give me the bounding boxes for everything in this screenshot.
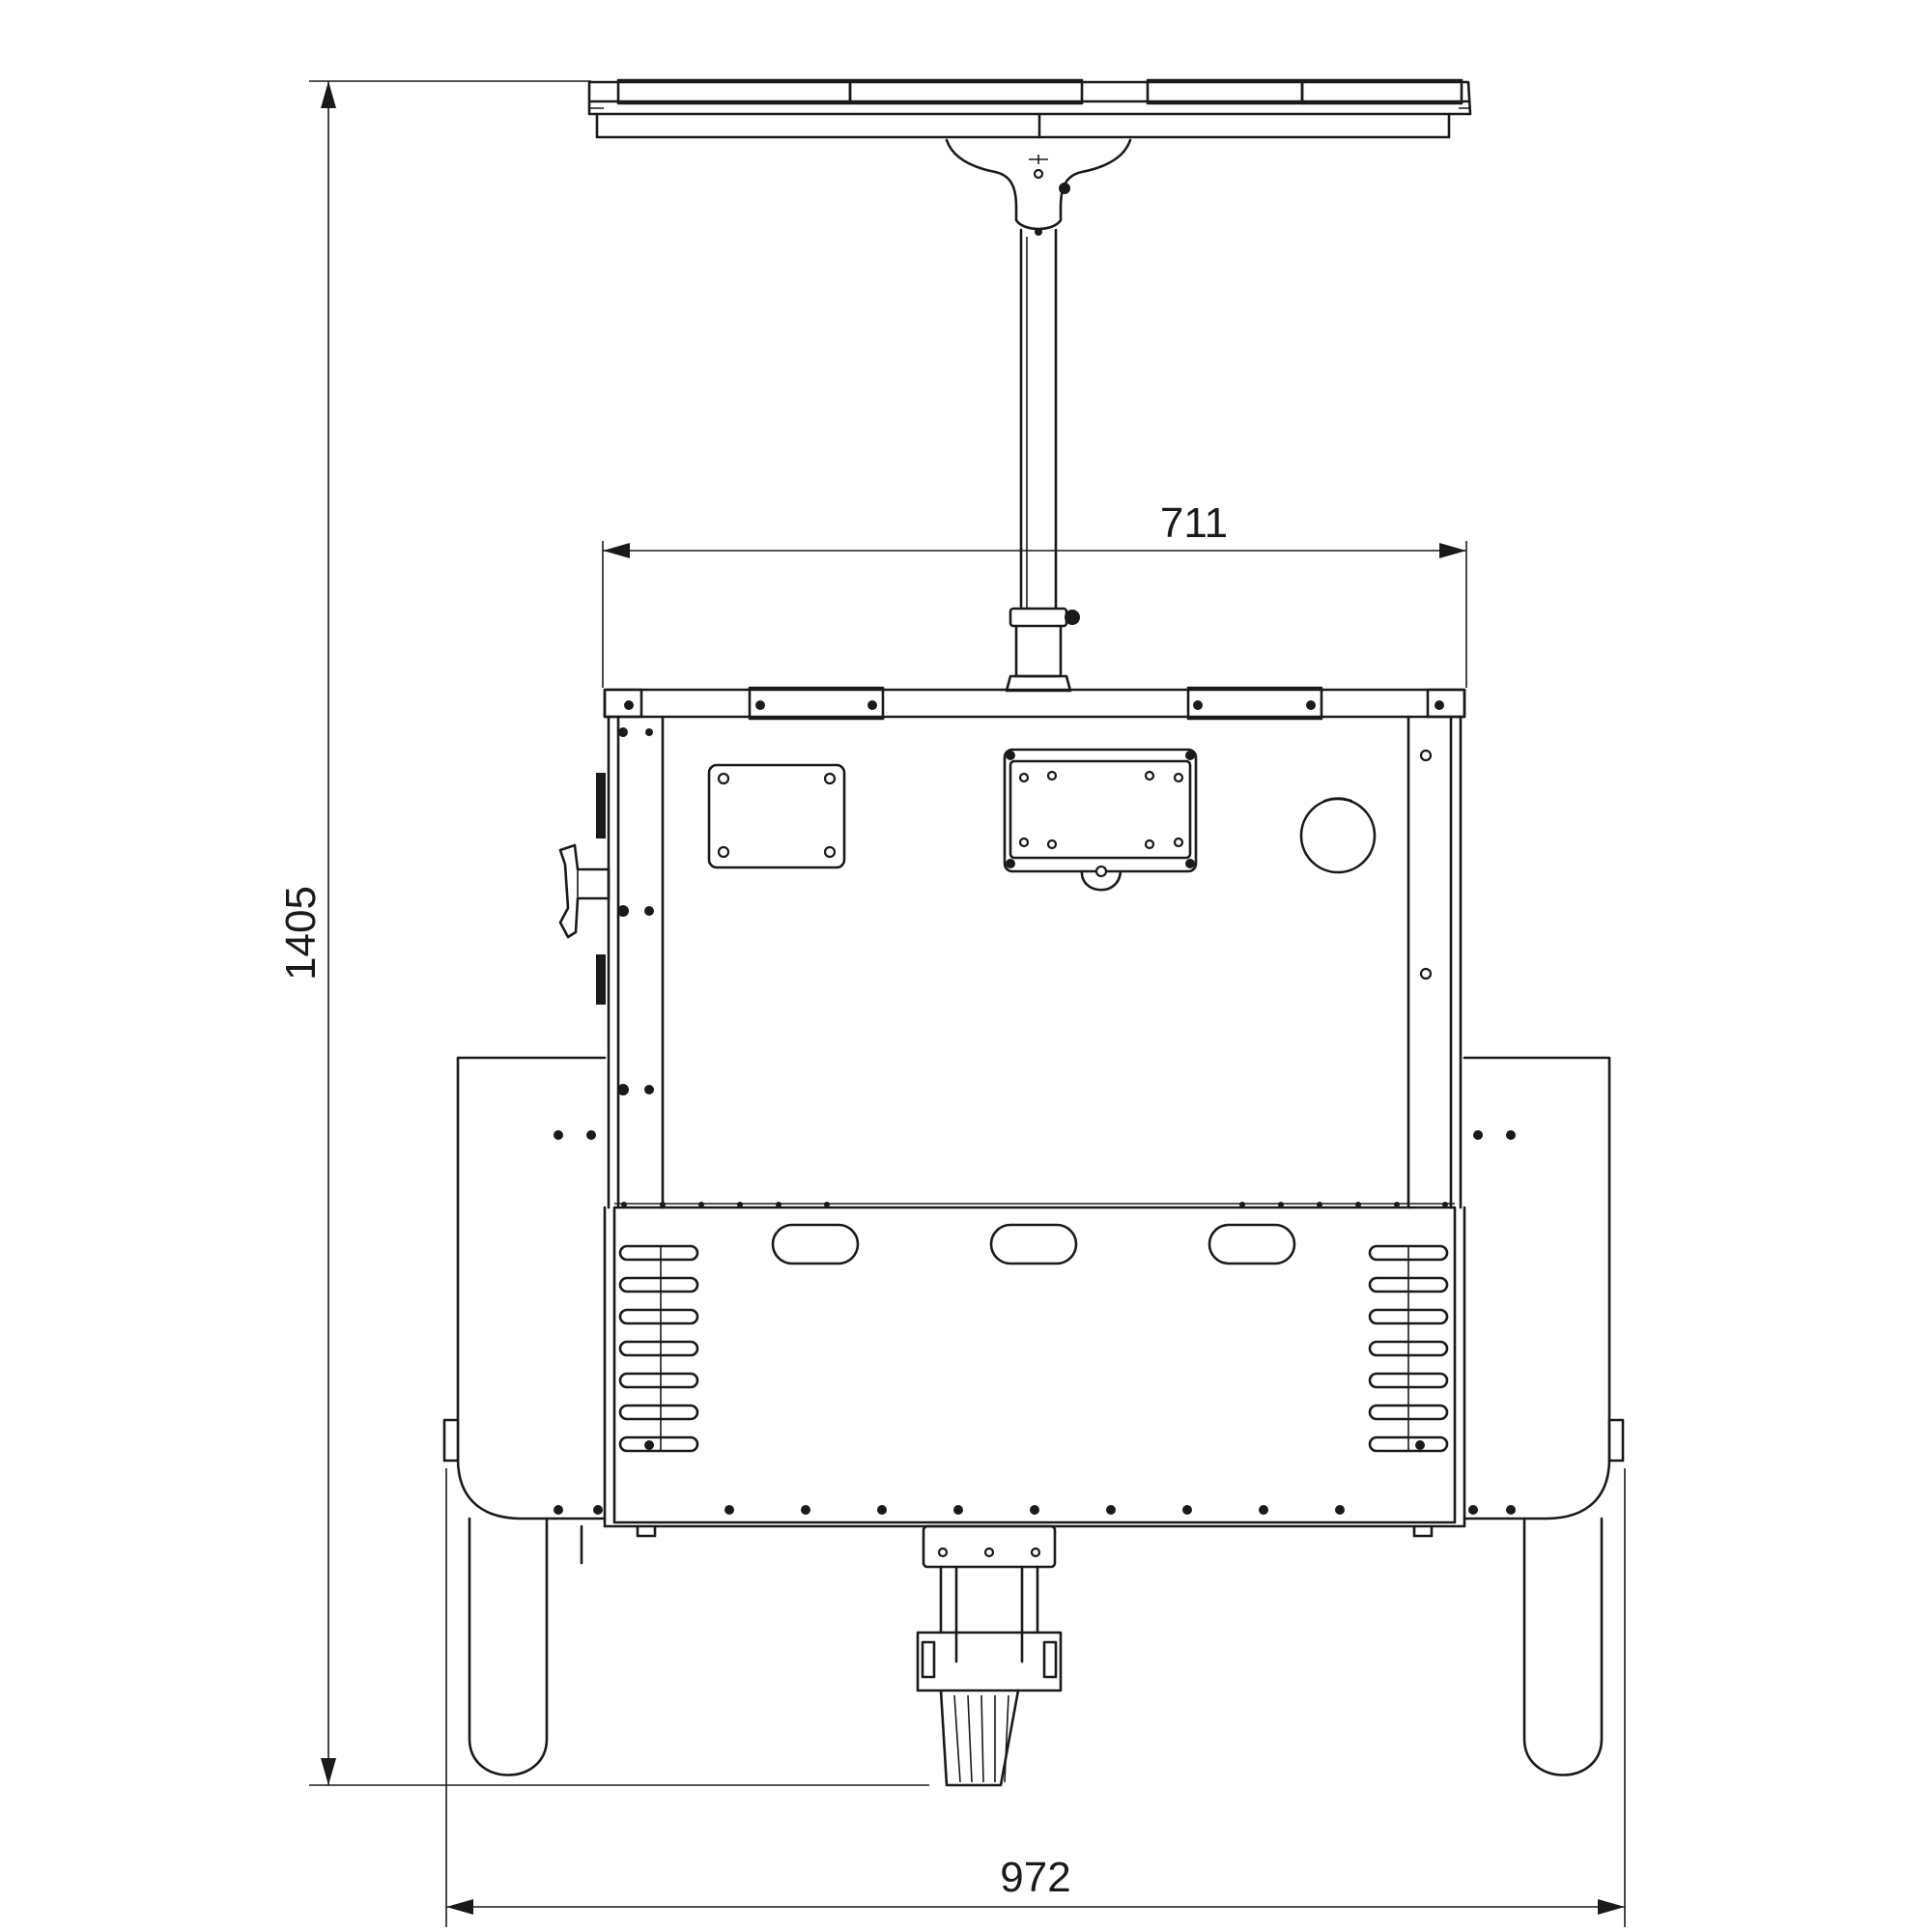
control-panel [1003,748,1198,873]
vent-louvres-right [1368,1244,1449,1453]
fender-right [1463,1056,1625,1520]
lifting-slot-center [989,1223,1078,1265]
panel-mount-bracket [945,138,1132,231]
side-handle [558,843,611,939]
height-dimension-label: 1405 [277,886,325,980]
round-socket [1299,797,1377,874]
cabinet-body [558,686,1466,1209]
lifting-slot-left [771,1223,860,1265]
dimension-body-width: 711 [602,499,1467,688]
mast [1005,228,1080,693]
dimension-overall-width: 972 [445,1468,1626,1927]
solar-panel-left-1 [616,78,852,105]
dimension-height: 1405 [277,80,929,1786]
lower-cover [593,1202,1478,1538]
top-rail [603,688,1466,719]
body-width-dimension-label: 711 [1160,499,1228,547]
wheel-left [468,1517,549,1776]
solar-panel-assembly [587,78,1472,236]
fender-left [442,1056,607,1565]
top-edge-bolts [621,1202,1448,1208]
wheel-right [1522,1517,1604,1776]
nameplate-left [707,763,846,869]
mast-clamp [1009,607,1068,628]
bottom-rivets [593,1505,1478,1515]
jockey-wheel [939,1689,1020,1787]
solar-panel-right-2 [1300,78,1463,105]
overall-width-dimension-label: 972 [1000,1854,1070,1901]
lifting-slot-right [1208,1223,1296,1265]
solar-panel-right-1 [1146,78,1304,105]
tow-hitch [916,1524,1063,1787]
solar-panel-left-2 [848,78,1084,105]
vent-louvres-left [618,1244,699,1453]
